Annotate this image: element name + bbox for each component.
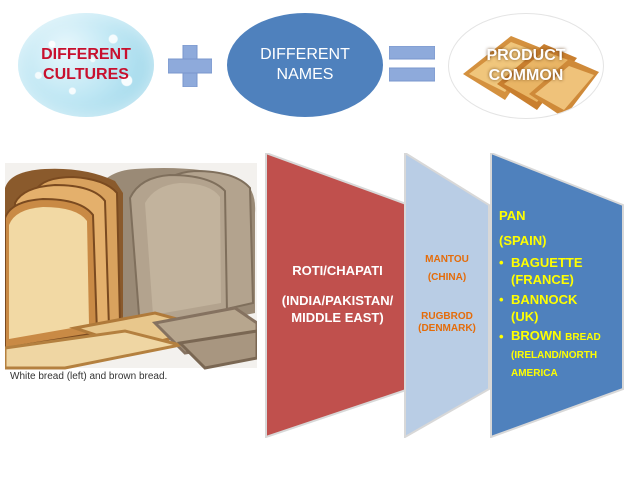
names-line-1: DIFFERENT xyxy=(260,46,350,63)
france-label: (FRANCE) xyxy=(511,272,574,287)
bread-photo xyxy=(5,163,257,385)
bread-label: BREAD xyxy=(565,332,601,343)
rusk-biscuits-image xyxy=(463,36,599,118)
cultures-line-2: CULTURES xyxy=(43,66,129,83)
plus-icon xyxy=(168,45,212,87)
cultures-line-1: DIFFERENT xyxy=(41,46,131,63)
bullet: • xyxy=(499,255,504,270)
list-item: • BROWN BREAD (IRELAND/NORTH AMERICA xyxy=(499,328,621,382)
right-panel-shape xyxy=(490,153,624,438)
rugbrod-label: RUGBROD xyxy=(421,311,473,322)
product-common-ellipse: PRODUCT COMMON xyxy=(448,13,604,119)
ireland-north-label: (IRELAND/NORTH xyxy=(511,350,598,361)
uk-label: (UK) xyxy=(511,309,539,324)
brown-label: BROWN xyxy=(511,328,562,343)
list-item: • BAGUETTE (FRANCE) xyxy=(499,254,621,288)
roti-countries-line-1: (INDIA/PAKISTAN/ xyxy=(281,293,394,308)
photo-caption: White bread (left) and brown bread. xyxy=(10,371,168,382)
roti-title: ROTI/CHAPATI xyxy=(292,263,383,278)
different-cultures-ellipse: DIFFERENT CULTURES xyxy=(18,13,154,117)
product-line-1: PRODUCT xyxy=(486,47,566,64)
equals-icon xyxy=(389,46,435,82)
pan-label: PAN xyxy=(499,208,526,223)
china-label: (CHINA) xyxy=(427,272,467,283)
bannock-label: BANNOCK xyxy=(511,292,578,307)
baguette-label: BAGUETTE xyxy=(511,255,583,270)
bullet: • xyxy=(499,292,504,307)
names-line-2: NAMES xyxy=(276,66,334,83)
america-label: AMERICA xyxy=(511,368,558,379)
bullet: • xyxy=(499,329,504,344)
different-names-ellipse: DIFFERENT NAMES xyxy=(227,13,383,117)
roti-countries-line-2: MIDDLE EAST) xyxy=(291,310,384,325)
list-item: • BANNOCK (UK) xyxy=(499,291,621,325)
product-line-2: COMMON xyxy=(488,67,564,84)
mantou-label: MANTOU xyxy=(425,254,469,265)
middle-panel-shape xyxy=(404,153,490,438)
right-panel-text: PAN (SPAIN) • BAGUETTE (FRANCE) • BANNOC… xyxy=(499,207,621,382)
spain-label: (SPAIN) xyxy=(499,233,547,248)
denmark-label: (DENMARK) xyxy=(418,323,476,334)
